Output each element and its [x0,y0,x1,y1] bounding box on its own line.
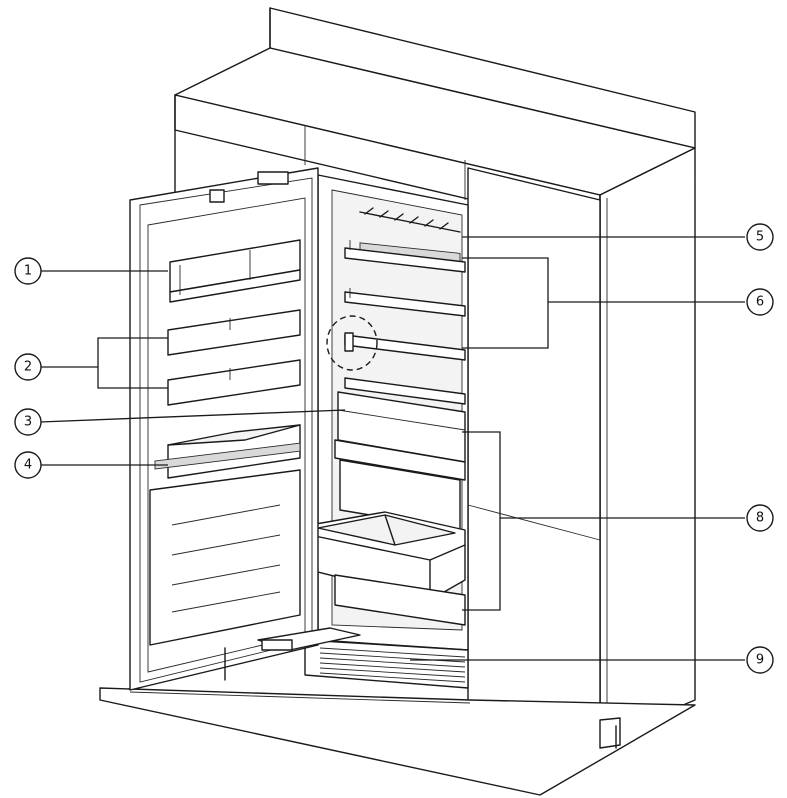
lower-door-panel [149,442,301,646]
svg-text:1: 1 [24,264,32,279]
svg-text:8: 8 [756,511,764,526]
svg-text:2: 2 [24,360,32,375]
door-shelves-2 [167,309,301,406]
callout-9: 9 [746,646,774,674]
svg-text:6: 6 [756,295,764,310]
callout-3: 3 [14,408,42,436]
glass-shelves [344,240,466,405]
ventilation-grille [304,639,469,689]
detail-circle [326,315,378,371]
cabinet-housing [99,7,696,796]
callouts [39,236,745,661]
lower-drawers [309,439,466,626]
callout-1: 1 [14,257,42,285]
callout-4: 4 [14,451,42,479]
svg-text:9: 9 [756,653,764,668]
door-shelf-1 [169,239,301,303]
callout-2: 2 [14,353,42,381]
svg-text:5: 5 [756,230,764,245]
fridge-interior [304,174,469,689]
open-door [129,167,361,691]
svg-text:3: 3 [24,415,32,430]
interior-light-icon [359,207,461,233]
callout-8: 8 [746,504,774,532]
svg-text:4: 4 [24,458,32,473]
callout-5: 5 [746,223,774,251]
callout-6: 6 [746,288,774,316]
